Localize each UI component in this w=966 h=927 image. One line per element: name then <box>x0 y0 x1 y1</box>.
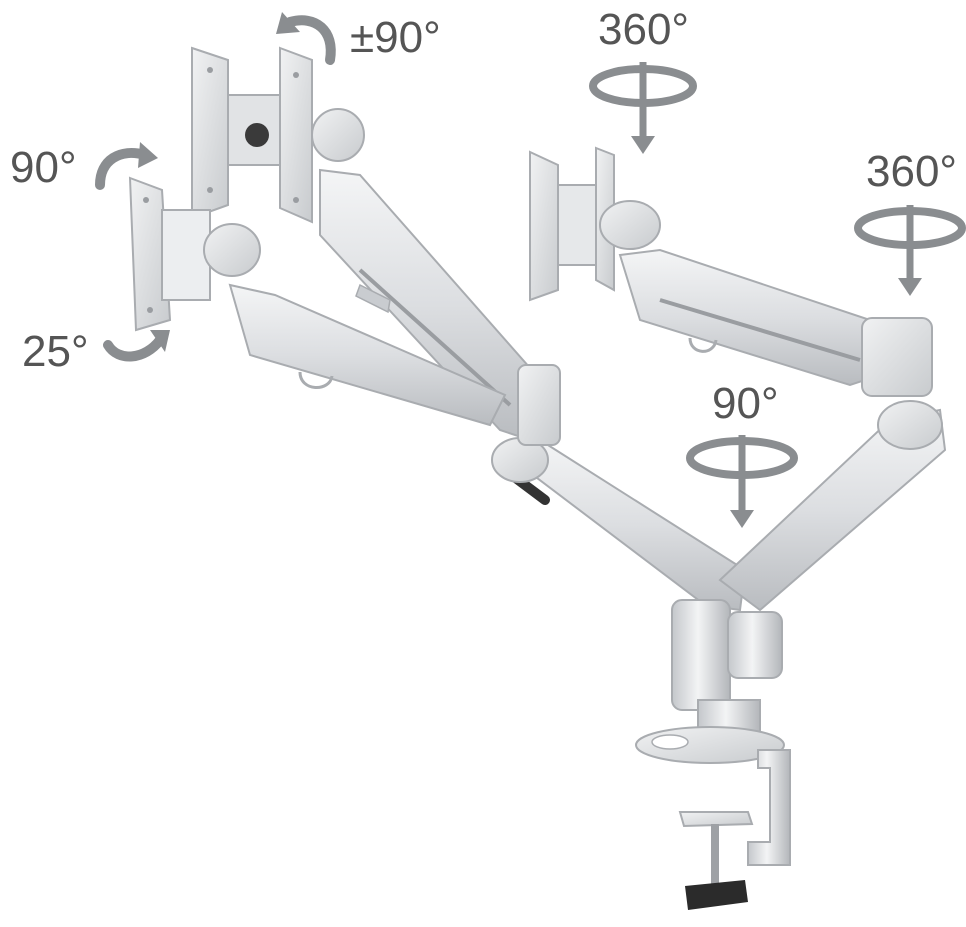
pole-column-right <box>727 611 783 679</box>
curved-arrow-icon <box>95 142 158 190</box>
cable-hole <box>651 734 689 750</box>
curved-arrow-icon <box>276 12 336 65</box>
mount-pole <box>635 599 785 764</box>
vesa-plate-rear-left <box>191 46 365 224</box>
circular-swivel-icon <box>854 205 966 296</box>
lower-arm-left <box>491 437 747 612</box>
swivel-joint-front-left <box>203 223 261 277</box>
tilt-knob <box>245 123 269 147</box>
desk-clamp <box>678 749 791 910</box>
tilt-down-angle-label: 25° <box>22 327 89 376</box>
pole-column-left <box>671 599 731 711</box>
elbow-joint-right <box>877 400 943 450</box>
clamp-knob <box>685 880 748 910</box>
circular-swivel-icon <box>686 435 798 528</box>
swivel-joint-rear-left <box>311 108 365 162</box>
vesa-plate-right <box>529 146 661 302</box>
vesa-plate-front-left <box>128 176 261 332</box>
upper-arm-left-front <box>228 283 507 427</box>
curved-arrow-icon <box>103 330 170 362</box>
clamp-pad <box>678 811 754 828</box>
lower-arm-right <box>718 400 947 612</box>
upper-arm-left-rear <box>319 168 561 446</box>
upper-arm-right <box>618 248 933 397</box>
swivel-top-angle-label: 360° <box>598 5 690 54</box>
arm-end-cap <box>517 364 561 446</box>
right-arm-end-cap <box>861 317 933 397</box>
swivel-right-angle-label: 360° <box>866 147 958 196</box>
swivel-joint-right <box>599 200 661 250</box>
rotation-angle-label: 90° <box>10 143 77 192</box>
clamp-screw <box>711 824 719 888</box>
swivel-mid-angle-label: 90° <box>712 379 779 428</box>
tilt-angle-label: ±90° <box>350 13 441 62</box>
circular-swivel-icon <box>589 62 697 154</box>
